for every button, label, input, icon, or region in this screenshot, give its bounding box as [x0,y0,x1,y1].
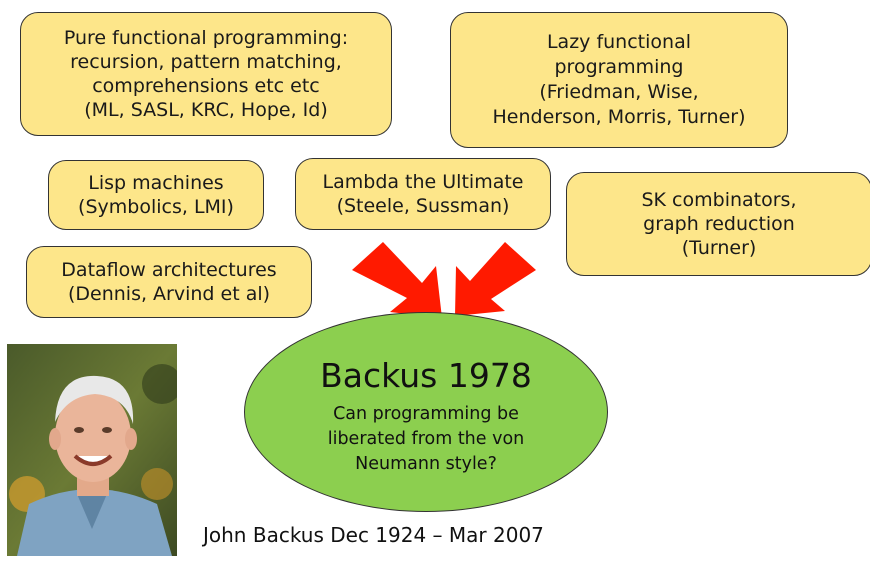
sk-combinators-box: SK combinators, graph reduction (Turner) [566,172,870,276]
slide-frame-corner [816,0,870,44]
dataflow-box: Dataflow architectures (Dennis, Arvind e… [26,246,312,318]
lambda-ultimate-box: Lambda the Ultimate (Steele, Sussman) [295,158,551,230]
lazy-functional-box: Lazy functional programming (Friedman, W… [450,12,788,148]
john-backus-portrait [7,344,177,556]
right-arrow [455,242,536,316]
portrait-caption: John Backus Dec 1924 – Mar 2007 [203,523,544,547]
pure-functional-box: Pure functional programming: recursion, … [20,12,392,136]
left-arrow [352,242,442,318]
backus-subtitle: Can programming be liberated from the vo… [327,404,525,474]
backus-title: Backus 1978 [320,356,532,395]
backus-ellipse [244,312,608,512]
lisp-machines-box: Lisp machines (Symbolics, LMI) [48,160,264,230]
